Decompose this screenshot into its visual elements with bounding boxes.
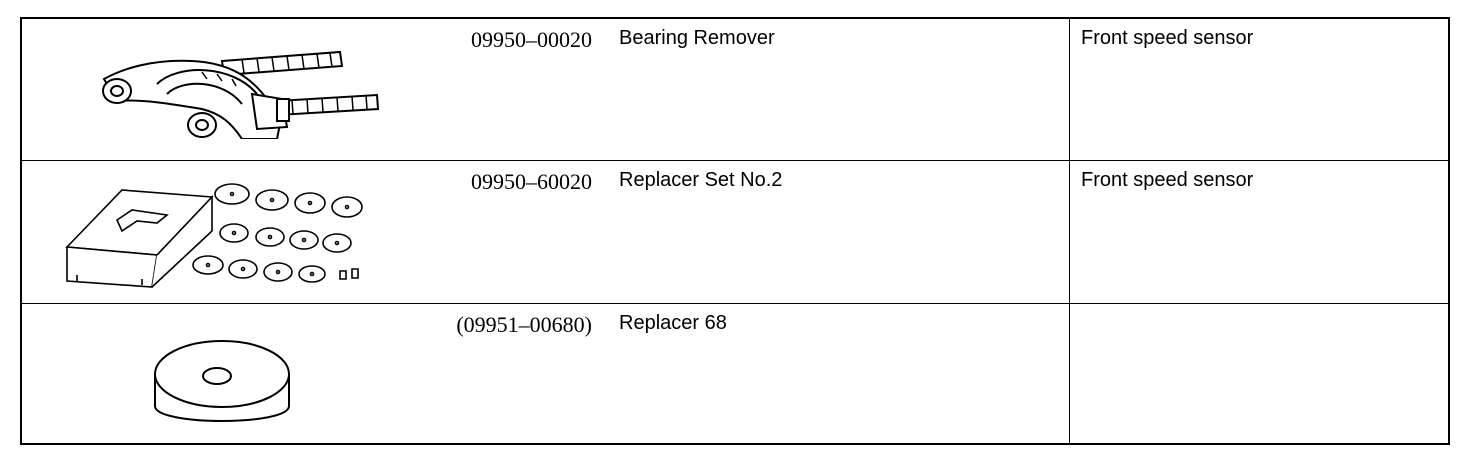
table-row: (09951–00680) Replacer 68 [22,304,1448,445]
column-divider [1069,304,1070,445]
tool-name: Replacer Set No.2 [619,169,783,191]
tool-usage: Front speed sensor [1081,27,1254,49]
tool-usage: Front speed sensor [1081,169,1254,191]
part-number: 09950–00020 [471,27,592,52]
part-number: (09951–00680) [456,312,592,337]
special-tools-table: 09950–00020 Bearing Remover Front speed … [20,17,1450,445]
column-divider [1069,19,1070,160]
column-divider [1069,161,1070,303]
tool-name: Bearing Remover [619,27,775,49]
bearing-remover-icon [102,50,380,139]
replacer-set-icon [65,183,363,288]
tool-name: Replacer 68 [619,312,727,334]
part-number: 09950–60020 [471,169,592,194]
table-row: 09950–00020 Bearing Remover Front speed … [22,19,1448,161]
replacer-disc-icon [154,340,290,422]
table-row: 09950–60020 Replacer Set No.2 Front spee… [22,161,1448,304]
